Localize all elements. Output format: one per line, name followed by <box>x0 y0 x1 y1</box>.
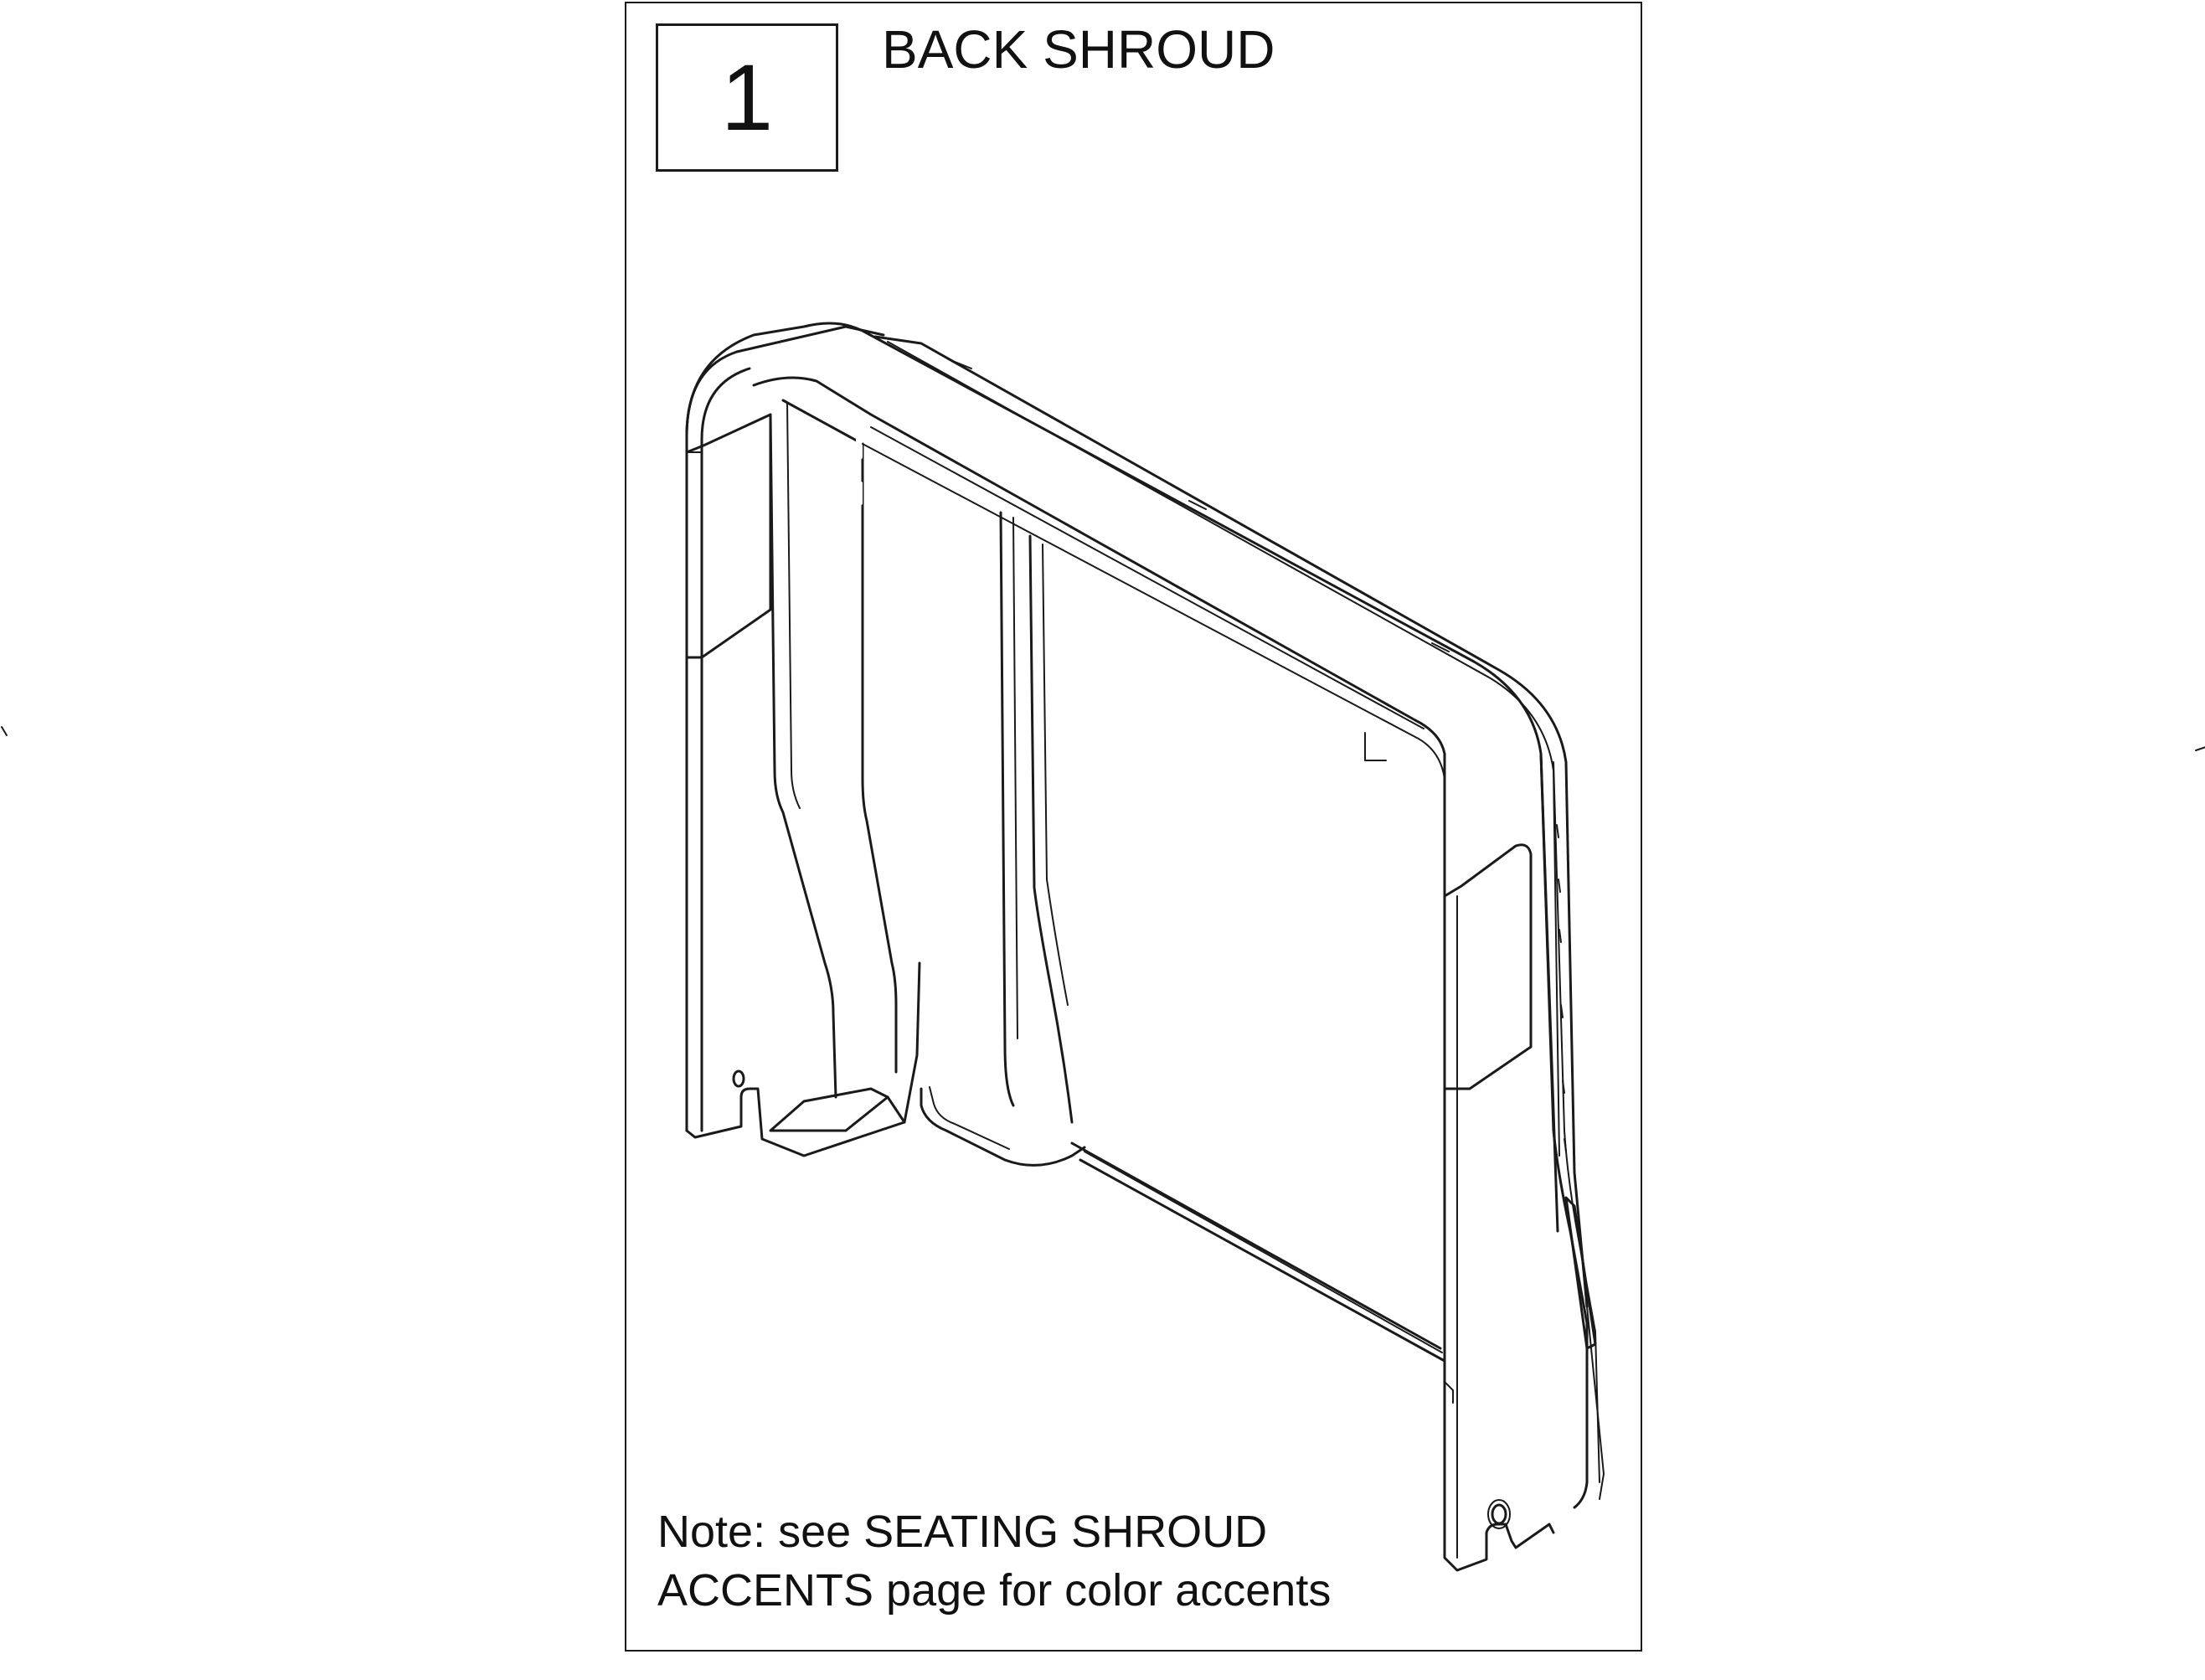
left-channel-back-wall <box>769 413 837 1099</box>
tick <box>1556 824 1559 838</box>
mount-hole <box>732 1069 745 1088</box>
note-text: Note: see SEATING SHROUD ACCENTS page fo… <box>657 1502 1331 1620</box>
slot <box>796 490 802 513</box>
tick <box>1560 1004 1564 1018</box>
tick <box>1558 929 1562 943</box>
top-band-inner-line-2 <box>870 426 1424 729</box>
left-channel-bottom-edge <box>886 1095 906 1124</box>
center-channel-right <box>1028 534 1074 1124</box>
tab <box>954 361 972 369</box>
center-channel-left-inner <box>1012 517 1018 1039</box>
note-line-2: ACCENTS page for color accents <box>657 1565 1332 1616</box>
center-channel-right-inner <box>1042 544 1069 1006</box>
right-panel-front <box>1443 752 1555 1572</box>
bottom-rail-top <box>1070 1141 1442 1350</box>
tab <box>1188 500 1207 510</box>
center-channel-bottom-inner <box>929 1086 1010 1150</box>
right-edge-tick <box>2195 746 2205 751</box>
tick <box>1562 1080 1565 1094</box>
item-number: 1 <box>720 45 774 150</box>
slot <box>853 727 859 750</box>
right-panel-back-strip <box>1574 1172 1605 1500</box>
center-channel-left <box>999 511 1015 1107</box>
drawing-sheet-border <box>625 2 1642 1652</box>
slot <box>856 435 863 459</box>
item-number-box: 1 <box>656 23 838 172</box>
tick <box>1558 879 1561 893</box>
left-channel-front-wall <box>861 442 898 1074</box>
slot <box>796 737 802 760</box>
right-panel-side-inner <box>1553 761 1600 1483</box>
bottom-rail-lower <box>1079 1158 1446 1363</box>
top-band-back-edge-inner <box>887 341 1560 1157</box>
tab <box>1431 642 1450 652</box>
right-panel-pad <box>1443 843 1533 1090</box>
top-band-inner-line <box>862 443 1445 780</box>
slot <box>847 1051 854 1074</box>
tick <box>1564 1138 1567 1152</box>
center-channel-bottom <box>920 1087 1086 1167</box>
left-channel-top <box>781 399 864 446</box>
part-title: BACK SHROUD <box>882 19 1275 80</box>
mount-hole <box>1491 1503 1507 1525</box>
inner-bracket <box>1364 732 1387 761</box>
note-line-1: Note: see SEATING SHROUD <box>657 1507 1268 1557</box>
top-band-outer <box>685 322 1559 1233</box>
slot <box>796 435 802 459</box>
left-panel-upper-pad <box>685 413 772 659</box>
bottom-rail-inner <box>1084 1151 1443 1353</box>
mount-hole-ring <box>1487 1499 1511 1529</box>
left-channel-flange <box>786 401 801 809</box>
top-band-lower-edge <box>752 376 1446 755</box>
left-panel-inner-edge <box>700 367 751 1132</box>
slot <box>879 1049 886 1072</box>
right-panel-rib <box>1564 1196 1597 1350</box>
small-step <box>1444 1381 1454 1404</box>
slot <box>856 482 863 505</box>
left-edge-tick <box>1 726 8 736</box>
left-channel-bottom-box <box>769 1087 889 1132</box>
top-band-back-edge <box>873 335 1589 1308</box>
left-panel-bottom <box>685 961 921 1157</box>
